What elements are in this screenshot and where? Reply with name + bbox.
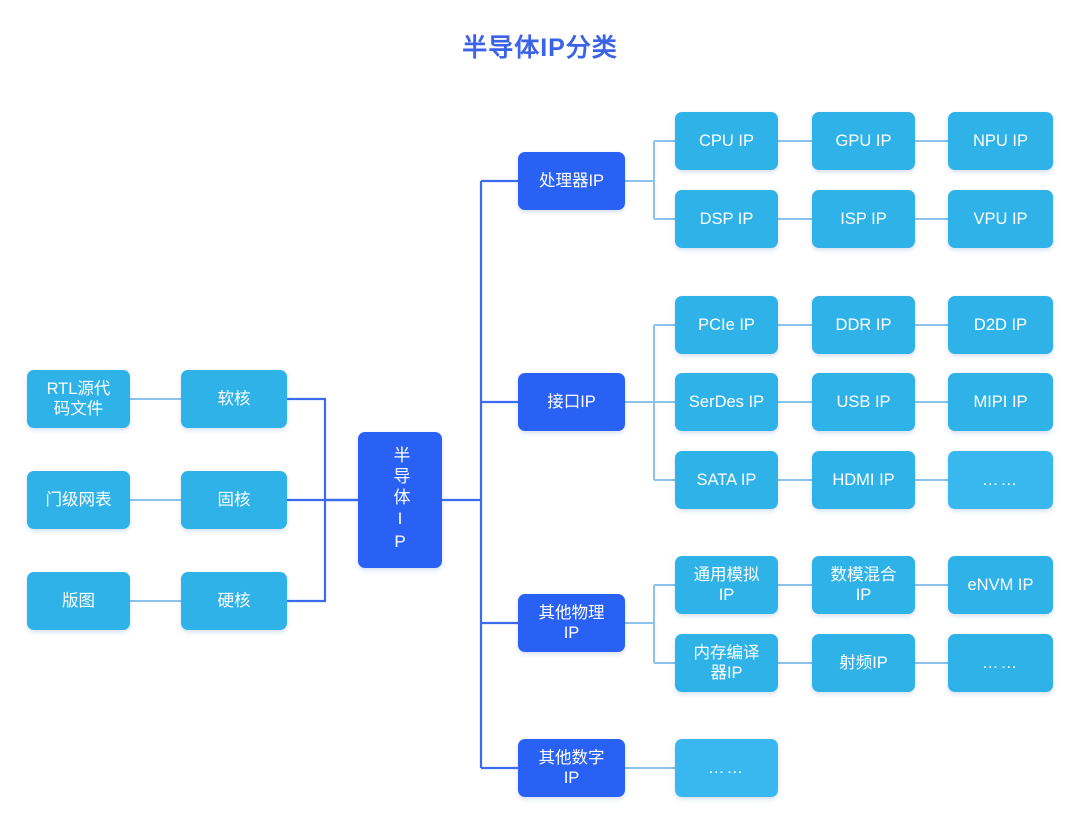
leaf-node-memory-compiler-ip[interactable]: 内存编译 器IP [675,634,778,692]
leaf-node-d2d-ip[interactable]: D2D IP [948,296,1053,354]
leaf-node-serdes-ip[interactable]: SerDes IP [675,373,778,431]
page-title: 半导体IP分类 [462,34,618,62]
leaf-node-npu-ip[interactable]: NPU IP [948,112,1053,170]
leaf-node-mixed-signal-ip[interactable]: 数模混合 IP [812,556,915,614]
source-node-layout[interactable]: 版图 [27,572,130,630]
category-node-processor-ip[interactable]: 处理器IP [518,152,625,210]
leaf-node-usb-ip[interactable]: USB IP [812,373,915,431]
category-node-other-physical-ip[interactable]: 其他物理 IP [518,594,625,652]
leaf-node-vpu-ip[interactable]: VPU IP [948,190,1053,248]
root-node-semiconductor-ip[interactable]: 半导体IP [358,432,442,568]
leaf-node-sata-ip[interactable]: SATA IP [675,451,778,509]
leaf-node-gpu-ip[interactable]: GPU IP [812,112,915,170]
core-node-hard[interactable]: 硬核 [181,572,287,630]
source-node-rtl[interactable]: RTL源代 码文件 [27,370,130,428]
leaf-node-interface-more[interactable]: …… [948,451,1053,509]
core-node-soft[interactable]: 软核 [181,370,287,428]
category-node-other-digital-ip[interactable]: 其他数字 IP [518,739,625,797]
leaf-node-isp-ip[interactable]: ISP IP [812,190,915,248]
category-node-interface-ip[interactable]: 接口IP [518,373,625,431]
leaf-node-mipi-ip[interactable]: MIPI IP [948,373,1053,431]
leaf-node-cpu-ip[interactable]: CPU IP [675,112,778,170]
leaf-node-pcie-ip[interactable]: PCIe IP [675,296,778,354]
leaf-node-dsp-ip[interactable]: DSP IP [675,190,778,248]
core-node-firm[interactable]: 固核 [181,471,287,529]
leaf-node-hdmi-ip[interactable]: HDMI IP [812,451,915,509]
leaf-node-digital-more[interactable]: …… [675,739,778,797]
source-node-netlist[interactable]: 门级网表 [27,471,130,529]
leaf-node-envm-ip[interactable]: eNVM IP [948,556,1053,614]
leaf-node-rf-ip[interactable]: 射频IP [812,634,915,692]
leaf-node-physical-more[interactable]: …… [948,634,1053,692]
leaf-node-ddr-ip[interactable]: DDR IP [812,296,915,354]
leaf-node-general-analog-ip[interactable]: 通用模拟 IP [675,556,778,614]
